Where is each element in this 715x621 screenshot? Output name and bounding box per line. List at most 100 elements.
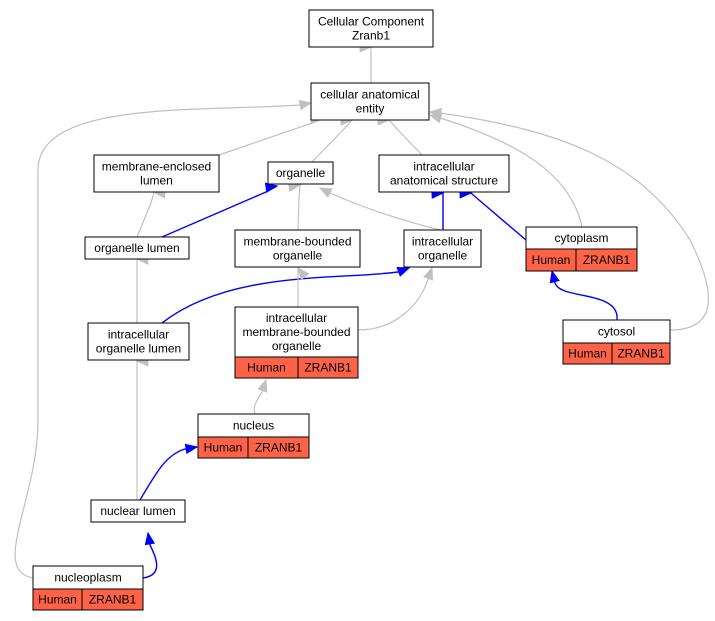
arrowhead <box>428 107 442 119</box>
node-box <box>87 322 190 361</box>
part-of-edge-line <box>139 446 198 501</box>
node-label-line: membrane-bounded <box>243 235 351 249</box>
node-label-line: membrane-enclosed <box>102 160 211 174</box>
part-of-edge-line <box>161 185 278 238</box>
gene-label: ZRANB1 <box>255 441 303 455</box>
edge-mbo-to-organelle <box>287 181 302 231</box>
arrowhead <box>549 269 560 284</box>
is-a-edge-line <box>136 191 155 238</box>
part-of-edge-line <box>161 267 410 324</box>
node-label-line: membrane-bounded <box>242 325 350 339</box>
edges-layer <box>14 42 709 579</box>
species-label: Human <box>38 593 77 607</box>
species-label: Human <box>247 361 286 375</box>
arrowhead <box>318 187 333 198</box>
species-label: Human <box>532 253 571 267</box>
node-box <box>378 154 510 193</box>
edge-cae-to-root <box>359 42 373 83</box>
edge-imbo-to-io <box>357 266 433 331</box>
edge-io-to-organelle <box>318 187 441 231</box>
node-label-line: intracellular <box>266 311 327 325</box>
gene-cell <box>297 356 359 379</box>
arrowhead <box>297 266 310 281</box>
node-label-line: nucleoplasm <box>54 571 121 585</box>
node-organelle[interactable]: organelle <box>267 161 334 185</box>
is-a-edge-line <box>429 111 709 331</box>
node-label-line: cytosol <box>598 325 635 339</box>
edge-olumen-to-mel <box>136 188 167 238</box>
node-box <box>310 82 430 121</box>
node-label-line: nuclear lumen <box>100 504 175 518</box>
species-label: Human <box>204 441 243 455</box>
part-of-edge-line <box>470 192 527 241</box>
node-label-line: organelle <box>276 166 326 180</box>
node-box <box>234 306 359 358</box>
edge-ias-to-cae <box>377 115 423 156</box>
arrowhead <box>184 443 199 455</box>
node-nlumen[interactable]: nuclear lumen <box>90 499 186 523</box>
edge-nucleoplasm-to-cae <box>14 99 313 579</box>
is-a-edge-line <box>319 187 441 231</box>
gene-cell <box>611 342 671 365</box>
arrowhead <box>264 182 279 193</box>
node-box <box>84 236 190 260</box>
node-label-line: organelle lumen <box>96 342 181 356</box>
node-label-line: Zranb1 <box>352 29 390 43</box>
edge-iol-to-olumen <box>135 254 149 323</box>
edge-nucleus-to-imbo <box>253 378 268 415</box>
is-a-edge-line <box>14 102 312 579</box>
is-a-edge-line <box>253 379 267 415</box>
node-label-line: intracellular <box>413 160 474 174</box>
node-label-line: anatomical structure <box>390 174 498 188</box>
edge-io-to-ias <box>431 188 445 230</box>
node-olumen[interactable]: organelle lumen <box>84 236 190 260</box>
edge-cytosol-to-cae <box>428 107 709 331</box>
gene-label: ZRANB1 <box>89 593 137 607</box>
gene-cell <box>247 436 310 459</box>
node-label-line: cellular anatomical <box>320 88 419 102</box>
edge-olumen-to-organelle <box>161 182 279 238</box>
node-label-line: entity <box>356 102 385 116</box>
node-box <box>308 9 434 48</box>
node-box <box>234 229 361 268</box>
gene-label: ZRANB1 <box>617 347 665 361</box>
is-a-edge-line <box>311 119 353 163</box>
edge-iol-to-io <box>161 267 411 324</box>
node-label-line: Cellular Component <box>318 15 425 29</box>
is-a-edge-line <box>218 118 323 156</box>
edge-imbo-to-mbo <box>297 266 310 307</box>
node-label-line: cytoplasm <box>554 231 608 245</box>
is-a-edge-line <box>357 267 433 331</box>
is-a-edge-line <box>429 114 583 228</box>
gene-label: ZRANB1 <box>304 361 352 375</box>
gene-label: ZRANB1 <box>583 253 631 267</box>
node-box <box>267 161 334 185</box>
node-label-line: organelle <box>418 249 468 263</box>
edge-organelle-to-cae <box>311 115 354 163</box>
node-box <box>93 154 220 193</box>
arrowhead <box>144 531 156 546</box>
arrowhead <box>396 267 411 277</box>
node-label-line: lumen <box>140 174 173 188</box>
arrowhead <box>298 99 313 111</box>
node-label-line: intracellular <box>412 235 473 249</box>
node-imbo[interactable]: intracellularmembrane-boundedorganelleHu… <box>234 306 359 379</box>
species-label: Human <box>568 347 607 361</box>
edge-nlumen-to-nucleus <box>139 443 199 501</box>
arrowhead <box>423 266 433 281</box>
node-label-line: nucleus <box>233 419 274 433</box>
node-label-line: organelle <box>272 339 322 353</box>
